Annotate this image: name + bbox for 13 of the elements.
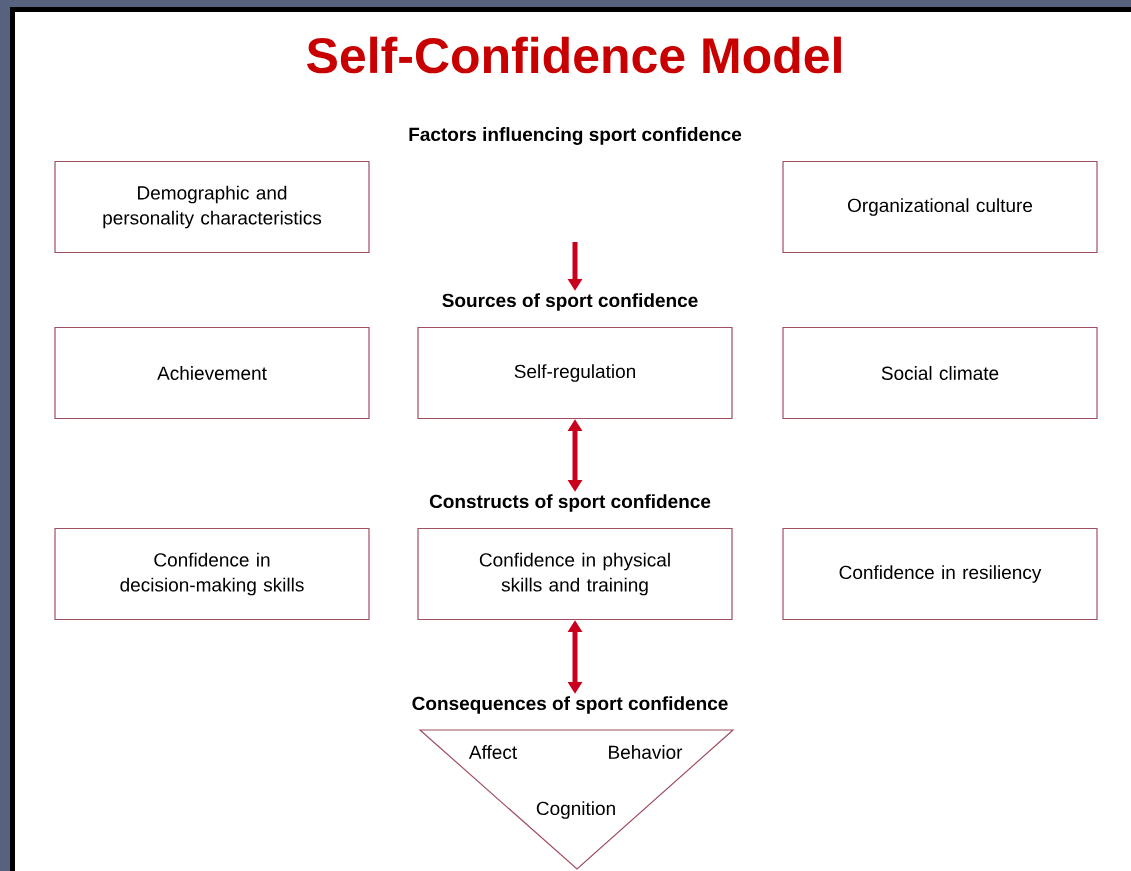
factor-box: Social climate: [782, 326, 1098, 420]
factor-box: Confidence in physical skills and training: [417, 527, 733, 621]
section-heading: Sources of sport confidence: [442, 293, 698, 311]
section-heading: Constructs of sport confidence: [429, 494, 711, 512]
factor-box: Achievement: [54, 326, 370, 420]
factor-box: Self-regulation: [417, 326, 733, 420]
factor-box: Confidence in decision-making skills: [54, 527, 370, 621]
section-heading: Factors influencing sport confidence: [409, 127, 742, 145]
factor-box: Demographic and personality characteristics: [54, 160, 370, 254]
section-heading: Consequences of sport confidence: [412, 696, 728, 714]
factor-box: Confidence in resiliency: [782, 527, 1098, 621]
factor-box: Organizational culture: [782, 160, 1098, 254]
title: Self-Confidence Model: [307, 36, 841, 74]
